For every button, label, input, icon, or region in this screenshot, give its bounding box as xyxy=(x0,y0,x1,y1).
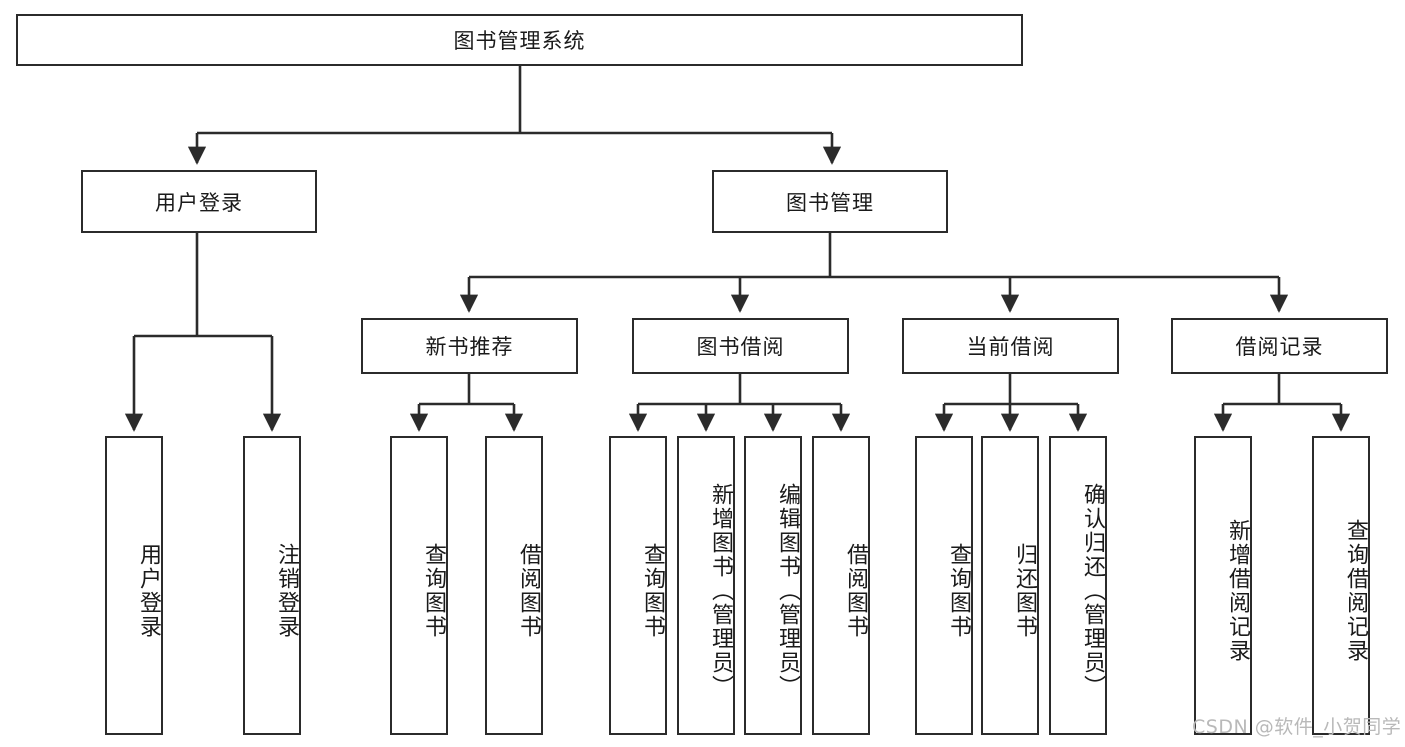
node-leaf-query-record-label: 查询借阅记录 xyxy=(1343,518,1368,663)
node-new-book-recommend[interactable]: 新书推荐 xyxy=(361,318,578,374)
node-new-book-recommend-label: 新书推荐 xyxy=(425,335,514,359)
node-borrow-record[interactable]: 借阅记录 xyxy=(1171,318,1388,374)
node-leaf-add-record[interactable]: 新增借阅记录 xyxy=(1194,436,1252,735)
node-leaf-return-book[interactable]: 归还图书 xyxy=(981,436,1039,735)
node-leaf-logout-login-label: 注销登录 xyxy=(274,542,299,639)
node-current-borrow-label: 当前借阅 xyxy=(966,335,1055,359)
node-leaf-add-book[interactable]: 新增图书（管理员） xyxy=(677,436,735,735)
node-leaf-add-record-label: 新增借阅记录 xyxy=(1225,518,1250,663)
node-user-login-label: 用户登录 xyxy=(155,190,243,215)
node-leaf-logout-login[interactable]: 注销登录 xyxy=(243,436,301,735)
node-leaf-query-book-2[interactable]: 查询图书 xyxy=(609,436,667,735)
node-book-management[interactable]: 图书管理 xyxy=(712,170,948,233)
node-leaf-borrow-book-1-label: 借阅图书 xyxy=(516,542,541,639)
node-leaf-query-book-3[interactable]: 查询图书 xyxy=(915,436,973,735)
node-leaf-edit-book-label: 编辑图书（管理员） xyxy=(775,482,800,699)
node-leaf-borrow-book-2[interactable]: 借阅图书 xyxy=(812,436,870,735)
node-book-borrow-label: 图书借阅 xyxy=(696,335,785,359)
node-leaf-query-book-3-label: 查询图书 xyxy=(946,542,971,639)
node-leaf-edit-book[interactable]: 编辑图书（管理员） xyxy=(744,436,802,735)
watermark: CSDN @软件_小贺同学 xyxy=(1192,716,1402,738)
node-leaf-return-book-label: 归还图书 xyxy=(1012,542,1037,639)
node-leaf-query-book-2-label: 查询图书 xyxy=(640,542,665,639)
node-leaf-add-book-label: 新增图书（管理员） xyxy=(708,482,733,699)
node-book-borrow[interactable]: 图书借阅 xyxy=(632,318,849,374)
node-current-borrow[interactable]: 当前借阅 xyxy=(902,318,1119,374)
node-user-login[interactable]: 用户登录 xyxy=(81,170,317,233)
node-leaf-user-login[interactable]: 用户登录 xyxy=(105,436,163,735)
node-leaf-confirm-return[interactable]: 确认归还（管理员） xyxy=(1049,436,1107,735)
node-leaf-confirm-return-label: 确认归还（管理员） xyxy=(1080,482,1105,699)
node-leaf-borrow-book-1[interactable]: 借阅图书 xyxy=(485,436,543,735)
node-leaf-query-book-1[interactable]: 查询图书 xyxy=(390,436,448,735)
node-leaf-query-record[interactable]: 查询借阅记录 xyxy=(1312,436,1370,735)
node-root[interactable]: 图书管理系统 xyxy=(16,14,1023,66)
node-borrow-record-label: 借阅记录 xyxy=(1235,335,1324,359)
node-leaf-borrow-book-2-label: 借阅图书 xyxy=(843,542,868,639)
node-leaf-user-login-label: 用户登录 xyxy=(136,542,161,639)
node-book-management-label: 图书管理 xyxy=(786,190,874,215)
node-leaf-query-book-1-label: 查询图书 xyxy=(421,542,446,639)
node-root-label: 图书管理系统 xyxy=(453,29,586,53)
